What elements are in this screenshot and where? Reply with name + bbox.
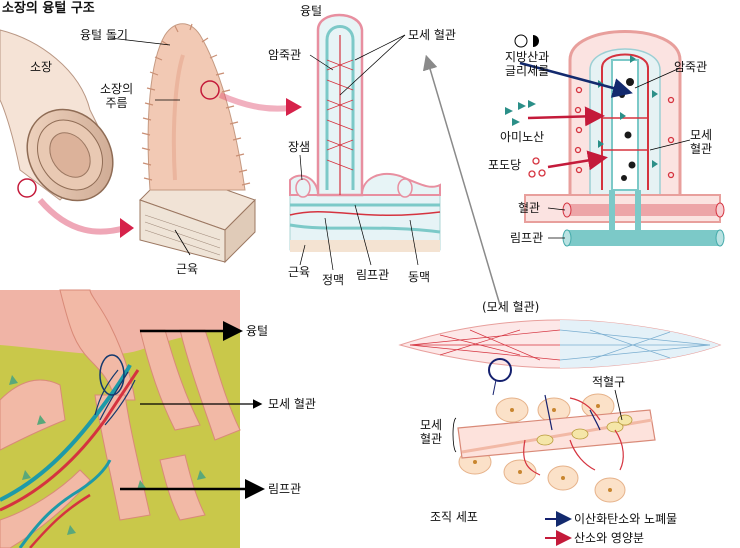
legend-o2-label: 산소와 영양분 — [574, 531, 645, 545]
label-capillary-2: 모세 혈관 — [408, 28, 456, 42]
label-lymph-4: 림프관 — [268, 482, 302, 496]
link-arrow — [422, 54, 498, 296]
legend-co2-label: 이산화탄소와 노폐물 — [574, 512, 678, 526]
label-muscle-2: 근육 — [288, 265, 311, 279]
label-artery: 동맥 — [408, 270, 431, 284]
label-capillary-4: 모세 혈관 — [268, 397, 316, 411]
fat-symbol-icon — [514, 34, 528, 48]
diagram-title: 소장의 융털 구조 — [2, 1, 95, 16]
label-amino: 아미노산 — [500, 130, 545, 144]
label-glucose: 포도당 — [488, 158, 522, 172]
label-villus-4: 융털 — [246, 324, 269, 338]
label-tissue-cell: 조직 세포 — [430, 510, 478, 524]
glucose-icons — [528, 157, 546, 178]
amino-acid-icons — [505, 100, 536, 126]
label-blood-vessel: 혈관 — [518, 201, 541, 215]
panel-mucosa — [0, 289, 265, 548]
panel-intestine — [0, 23, 302, 264]
label-villus-2: 융털 — [300, 4, 323, 18]
label-small-intestine: 소장 — [30, 60, 53, 74]
label-vein: 정맥 — [322, 273, 345, 287]
zoom-marker-capillary — [488, 358, 512, 382]
zoom-marker — [17, 178, 37, 198]
panel-villus-section — [289, 13, 441, 271]
label-crypt: 장샘 — [288, 140, 311, 154]
leader-bump — [109, 37, 171, 46]
arrow-glucose — [547, 150, 608, 171]
label-intestine-fold: 소장의 주름 — [100, 82, 134, 110]
label-villus-bump: 융털 돌기 — [80, 28, 128, 42]
label-rbc: 적혈구 — [592, 375, 626, 389]
zoom-marker-villus — [200, 80, 220, 100]
panel-absorption — [505, 30, 725, 247]
label-muscle-1: 근육 — [176, 262, 199, 276]
label-lymph-2: 림프관 — [356, 268, 390, 282]
label-lacteal-3: 암죽관 — [674, 60, 708, 74]
label-fat: 지방산과 글리세롤 — [505, 50, 550, 78]
label-lacteal-2: 암죽관 — [268, 48, 302, 62]
label-capillary-3: 모세 혈관 — [690, 128, 713, 156]
label-capillary-5: 모세 혈관 — [420, 418, 443, 446]
label-caption-capillary: (모세 혈관) — [482, 300, 540, 314]
panel-capillary-exchange — [398, 319, 722, 546]
label-lymph-3: 림프관 — [510, 231, 544, 245]
arrow-amino — [527, 106, 605, 127]
arrow-fat — [519, 61, 633, 98]
